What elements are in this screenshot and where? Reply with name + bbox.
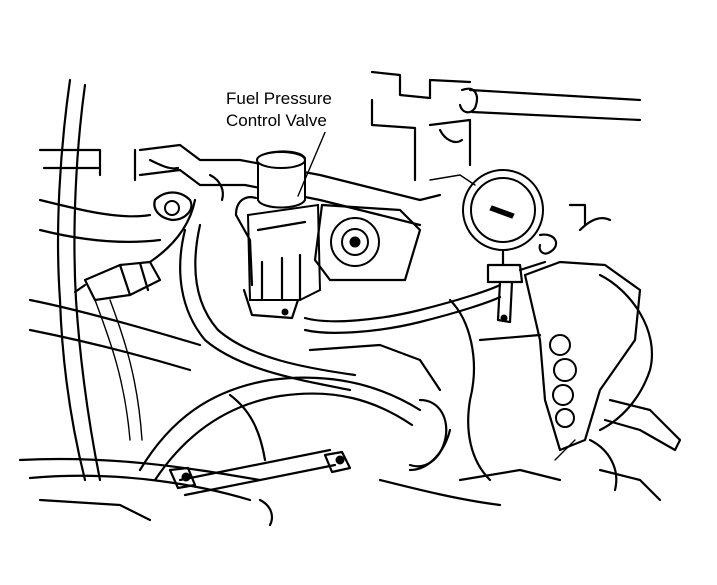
intake-port-fitting: [313, 203, 422, 282]
callout-label: Fuel Pressure Control Valve: [226, 88, 332, 132]
engine-block-lines: [38, 174, 662, 527]
vacuum-hose: [303, 283, 502, 334]
left-electrical-connector: [73, 198, 197, 302]
upper-bracket: [370, 70, 642, 182]
lower-fuel-hoses: [138, 223, 452, 497]
callout-leader-line: [297, 129, 327, 197]
left-frame-rails: [18, 78, 262, 502]
callout-label-line-1: Fuel Pressure: [226, 89, 332, 108]
gauge-valve-handle: [523, 203, 682, 452]
hose-clamps: [181, 308, 508, 482]
fuel-pressure-control-valve: [234, 150, 322, 320]
fuel-pressure-gauge: [462, 169, 558, 324]
callout-label-line-2: Control Valve: [226, 111, 327, 130]
